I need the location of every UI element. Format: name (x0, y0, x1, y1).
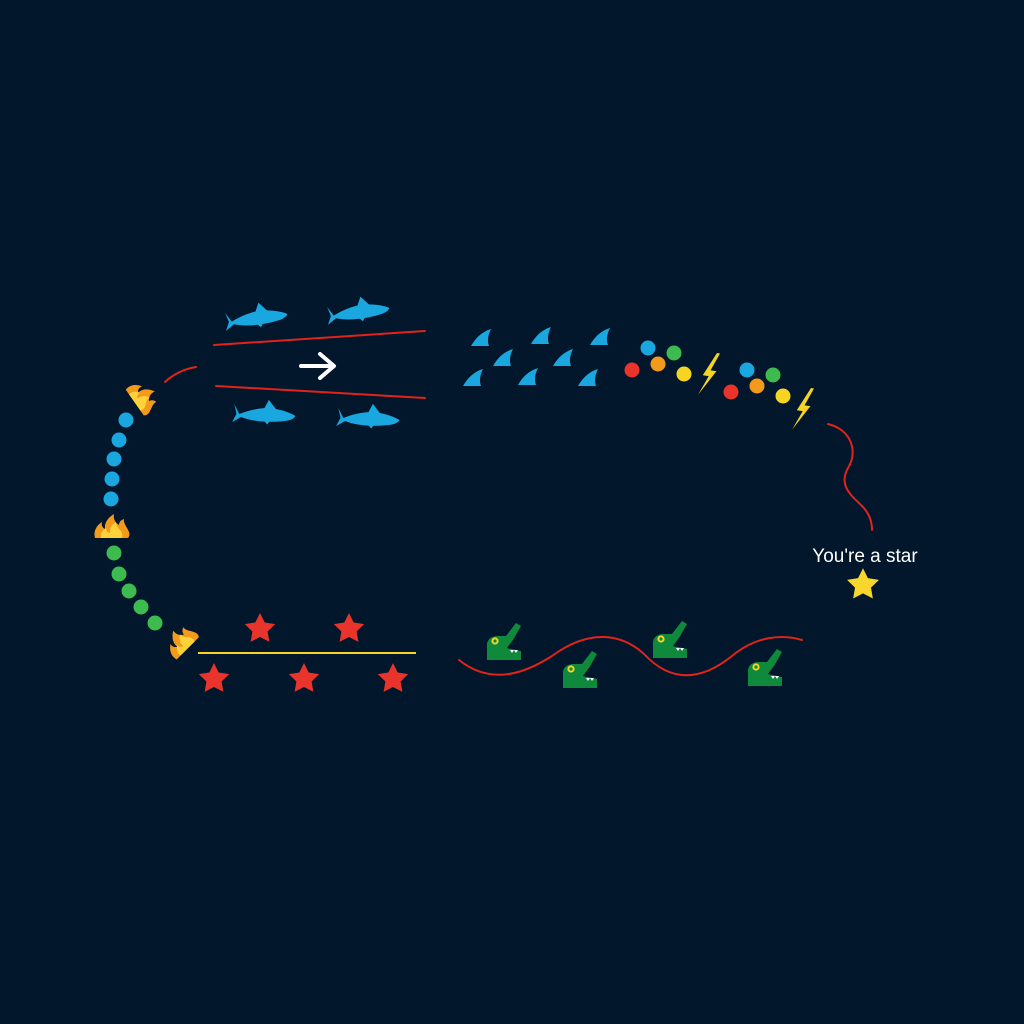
dot-icon (106, 545, 122, 561)
dot-icon (640, 340, 656, 356)
lightning-icon (698, 351, 720, 398)
fire-icon (125, 376, 164, 417)
dot-icon (650, 356, 666, 372)
dot-icon (103, 491, 119, 507)
dot-icon (106, 451, 122, 467)
dot-icon (765, 367, 781, 383)
track-curve-right (827, 423, 873, 531)
shark-lane-top-line (213, 330, 426, 346)
star-icon (377, 663, 409, 692)
crocodile-icon (748, 649, 782, 686)
star-icon (288, 663, 320, 692)
dot-icon (111, 432, 127, 448)
dot-icon (133, 599, 149, 615)
shark-fin-icon (493, 349, 513, 366)
dot-icon (666, 345, 682, 361)
track-curve-top-left (164, 366, 197, 383)
dot-icon (624, 362, 640, 378)
dot-icon (775, 388, 791, 404)
fire-icon (160, 620, 200, 660)
shark-lane-bottom-line (215, 385, 426, 399)
shark-fin-icon (518, 368, 538, 385)
dot-icon (111, 566, 127, 582)
lightning-icon (792, 386, 814, 433)
shark-fin-icon (553, 349, 573, 366)
track-obstacles (94, 293, 879, 692)
dot-icon (147, 615, 163, 631)
dot-icon (121, 583, 137, 599)
shark-fin-icon (471, 329, 491, 346)
crocodile-icon (653, 621, 687, 658)
dot-icon (118, 412, 134, 428)
track-lines (164, 330, 873, 677)
crocodile-icon (563, 651, 597, 688)
shark-icon (223, 299, 289, 331)
finish-label: You're a star (812, 546, 918, 567)
dot-icon (749, 378, 765, 394)
shark-icon (232, 397, 297, 427)
crocodile-icon (487, 623, 521, 660)
dot-icon (723, 384, 739, 400)
shark-icon (325, 293, 391, 325)
dot-icon (676, 366, 692, 382)
dot-icon (739, 362, 755, 378)
shark-fin-icon (463, 369, 483, 386)
star-icon (198, 663, 230, 692)
crocodile-wave-line (458, 636, 803, 677)
shark-fin-icon (531, 327, 551, 344)
arrow-right-icon (299, 352, 336, 380)
shark-fin-icon (578, 369, 598, 386)
star-icon (333, 613, 365, 642)
shark-fin-icon (590, 328, 610, 345)
star-icon (847, 568, 879, 599)
dot-icon (104, 471, 120, 487)
star-icon (244, 613, 276, 642)
fire-icon (94, 514, 130, 538)
shark-icon (336, 401, 401, 431)
